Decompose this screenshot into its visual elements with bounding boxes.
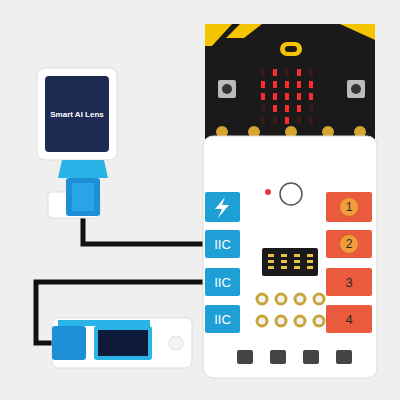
node-label: 3 [345, 275, 352, 290]
led [297, 81, 301, 88]
node-label: IIC [214, 312, 231, 327]
microbit-logo [280, 42, 302, 56]
led-matrix [261, 69, 313, 124]
button-b [347, 80, 365, 98]
lens-connector-face [72, 183, 94, 211]
lightning-symbol [215, 197, 229, 218]
microbit-board [205, 24, 375, 144]
led [273, 93, 277, 100]
iic-port: IIC [205, 230, 240, 258]
button-b-cap [351, 84, 361, 94]
oled-hole [169, 336, 183, 350]
port-number: 4 [326, 305, 372, 333]
expansion-board [203, 136, 377, 378]
led [285, 69, 289, 76]
oled-frame [94, 326, 152, 360]
button-a-cap [222, 84, 232, 94]
led [273, 105, 277, 112]
iic-port: IIC [205, 305, 240, 333]
led [261, 81, 265, 88]
lens-connector [66, 178, 100, 216]
led [261, 105, 265, 112]
led [285, 81, 289, 88]
oled-connector [52, 326, 86, 360]
header-pins [268, 254, 313, 269]
microbit-logo-inner [285, 46, 297, 52]
led [273, 117, 277, 124]
led [285, 117, 289, 124]
led [309, 117, 313, 124]
power-port [205, 192, 240, 222]
oled-module [52, 318, 192, 368]
button-a [218, 80, 236, 98]
power-button [280, 183, 302, 205]
oled-screen [98, 330, 148, 356]
led [309, 93, 313, 100]
port-number: 2 [326, 230, 372, 258]
lens-stand [58, 160, 108, 178]
node-label: 4 [345, 312, 352, 327]
screw-holes [257, 294, 324, 326]
led [297, 69, 301, 76]
led [309, 105, 313, 112]
port-number: 3 [326, 268, 372, 296]
led [297, 93, 301, 100]
led [273, 81, 277, 88]
led [261, 69, 265, 76]
led [273, 69, 277, 76]
bottom-connectors [237, 350, 352, 364]
led [285, 93, 289, 100]
node-label: Smart AI Lens [50, 110, 104, 119]
lens-housing [37, 68, 117, 160]
led [261, 93, 265, 100]
power-led [265, 189, 271, 195]
node-label: IIC [214, 237, 231, 252]
led [261, 117, 265, 124]
node-label: 1 [339, 197, 359, 217]
port-number: 1 [326, 192, 372, 222]
pin-header [262, 248, 318, 276]
iic-port: IIC [205, 268, 240, 296]
led [285, 105, 289, 112]
led [297, 117, 301, 124]
node-label: 2 [339, 234, 359, 254]
node-label: IIC [214, 275, 231, 290]
led [309, 81, 313, 88]
led [297, 105, 301, 112]
oled-stripe [58, 320, 150, 326]
led [309, 69, 313, 76]
lens-screen: Smart AI Lens [45, 76, 109, 152]
